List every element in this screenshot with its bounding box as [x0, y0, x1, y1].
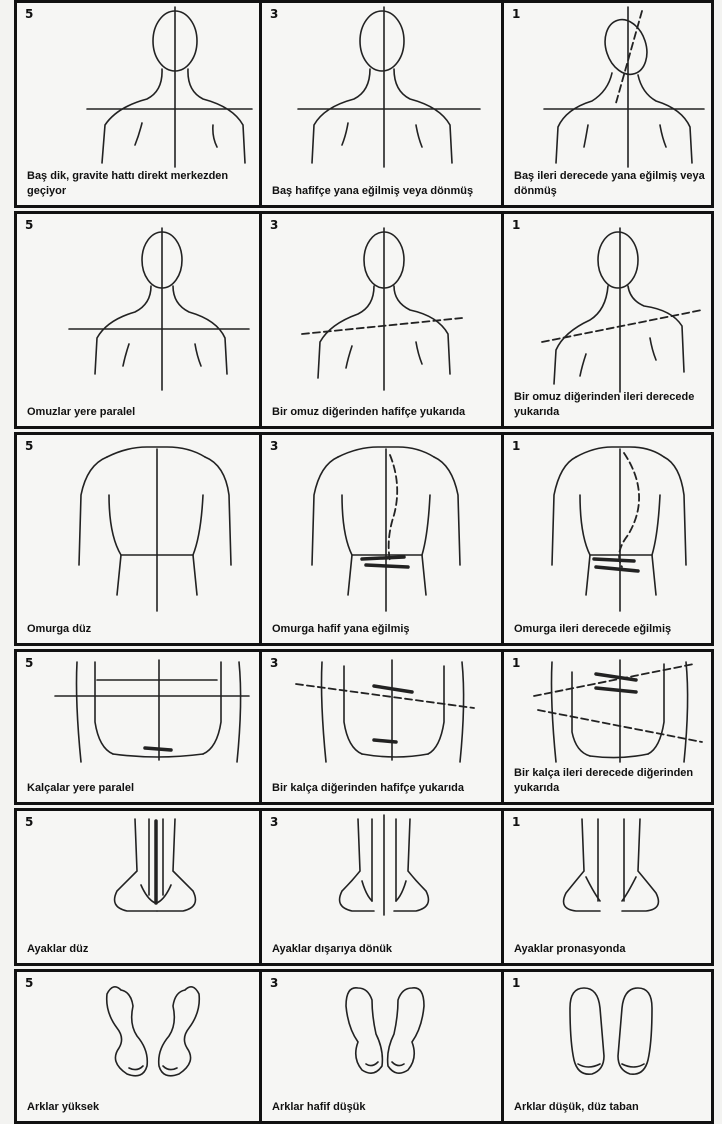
score: 1 — [512, 439, 520, 453]
caption: Omurga düz — [27, 622, 253, 637]
score: 5 — [25, 439, 33, 453]
cell-shoulders-slightly-uneven: 3 Bir omuz diğerinden hafifçe yukarıda — [262, 214, 504, 426]
caption: Baş hafifçe yana eğilmiş veya dönmüş — [272, 184, 495, 199]
caption: Ayaklar düz — [27, 942, 253, 957]
cell-hips-level: 5 Kalçalar yere paralel — [17, 652, 262, 802]
score: 1 — [512, 7, 520, 21]
row-arches: 5 Arklar yüksek 3 Arklar hafif düşük 1 A… — [14, 969, 714, 1124]
score: 1 — [512, 656, 520, 670]
cell-hips-slightly-uneven: 3 Bir kalça diğerinden hafifçe yukarıda — [262, 652, 504, 802]
arches-high-figure — [17, 972, 262, 1121]
row-shoulders: 5 Omuzlar yere paralel 3 Bir omuz diğeri… — [14, 211, 714, 429]
caption: Bir omuz diğerinden ileri derecede yukar… — [514, 390, 705, 420]
row-hips: 5 Kalçalar yere paralel 3 Bir kalça diğe… — [14, 649, 714, 805]
cell-arches-slightly-low: 3 Arklar hafif düşük — [262, 972, 504, 1121]
row-spine: 5 Omurga düz 3 Omurga hafif yana eğilmiş — [14, 432, 714, 646]
caption: Arklar düşük, düz taban — [514, 1100, 705, 1115]
posture-assessment-chart: 5 Baş dik, gravite hattı direkt merkezde… — [14, 0, 714, 1124]
score: 1 — [512, 976, 520, 990]
score: 5 — [25, 656, 33, 670]
caption: Baş ileri derecede yana eğilmiş veya dön… — [514, 169, 705, 199]
cell-hips-severely-uneven: 1 Bir kalça ileri derecede diğerinden yu… — [504, 652, 711, 802]
hips-slightly-uneven-figure — [262, 652, 504, 802]
caption: Omuzlar yere paralel — [27, 405, 253, 420]
score: 5 — [25, 7, 33, 21]
cell-feet-straight: 5 Ayaklar düz — [17, 811, 262, 963]
spine-slightly-curved-figure — [262, 435, 504, 643]
cell-arches-flat: 1 Arklar düşük, düz taban — [504, 972, 711, 1121]
caption: Ayaklar dışarıya dönük — [272, 942, 495, 957]
caption: Arklar hafif düşük — [272, 1100, 495, 1115]
caption: Ayaklar pronasyonda — [514, 942, 705, 957]
cell-arches-high: 5 Arklar yüksek — [17, 972, 262, 1121]
score: 5 — [25, 815, 33, 829]
cell-spine-straight: 5 Omurga düz — [17, 435, 262, 643]
caption: Bir kalça diğerinden hafifçe yukarıda — [272, 781, 495, 796]
score: 3 — [270, 439, 278, 453]
arches-slightly-low-figure — [262, 972, 504, 1121]
score: 3 — [270, 815, 278, 829]
shoulders-level-figure — [17, 214, 262, 426]
spine-severely-curved-figure — [504, 435, 711, 643]
caption: Omurga ileri derecede eğilmiş — [514, 622, 705, 637]
score: 1 — [512, 815, 520, 829]
arches-flat-figure — [504, 972, 711, 1121]
cell-shoulders-level: 5 Omuzlar yere paralel — [17, 214, 262, 426]
row-feet: 5 Ayaklar düz 3 Ayaklar dışarıya dönük — [14, 808, 714, 966]
feet-pronated-figure — [504, 811, 711, 963]
cell-feet-everted: 3 Ayaklar dışarıya dönük — [262, 811, 504, 963]
caption: Kalçalar yere paralel — [27, 781, 253, 796]
cell-spine-slightly-curved: 3 Omurga hafif yana eğilmiş — [262, 435, 504, 643]
cell-head-severely-tilted: 1 Baş ileri derecede yana eğilmiş veya d… — [504, 3, 711, 205]
score: 3 — [270, 7, 278, 21]
feet-straight-figure — [17, 811, 262, 963]
spine-straight-figure — [17, 435, 262, 643]
cell-feet-pronated: 1 Ayaklar pronasyonda — [504, 811, 711, 963]
shoulders-slightly-uneven-figure — [262, 214, 504, 426]
cell-spine-severely-curved: 1 Omurga ileri derecede eğilmiş — [504, 435, 711, 643]
cell-head-slightly-tilted: 3 Baş hafifçe yana eğilmiş veya dönmüş — [262, 3, 504, 205]
cell-head-upright: 5 Baş dik, gravite hattı direkt merkezde… — [17, 3, 262, 205]
score: 1 — [512, 218, 520, 232]
feet-everted-figure — [262, 811, 504, 963]
caption: Bir omuz diğerinden hafifçe yukarıda — [272, 405, 495, 420]
row-head: 5 Baş dik, gravite hattı direkt merkezde… — [14, 0, 714, 208]
caption: Arklar yüksek — [27, 1100, 253, 1115]
score: 5 — [25, 976, 33, 990]
score: 5 — [25, 218, 33, 232]
score: 3 — [270, 656, 278, 670]
score: 3 — [270, 218, 278, 232]
caption: Bir kalça ileri derecede diğerinden yuka… — [514, 766, 705, 796]
head-slightly-tilted-figure — [262, 3, 504, 205]
cell-shoulders-severely-uneven: 1 Bir omuz diğerinden ileri derecede yuk… — [504, 214, 711, 426]
score: 3 — [270, 976, 278, 990]
hips-level-figure — [17, 652, 262, 802]
caption: Baş dik, gravite hattı direkt merkezden … — [27, 169, 253, 199]
caption: Omurga hafif yana eğilmiş — [272, 622, 495, 637]
